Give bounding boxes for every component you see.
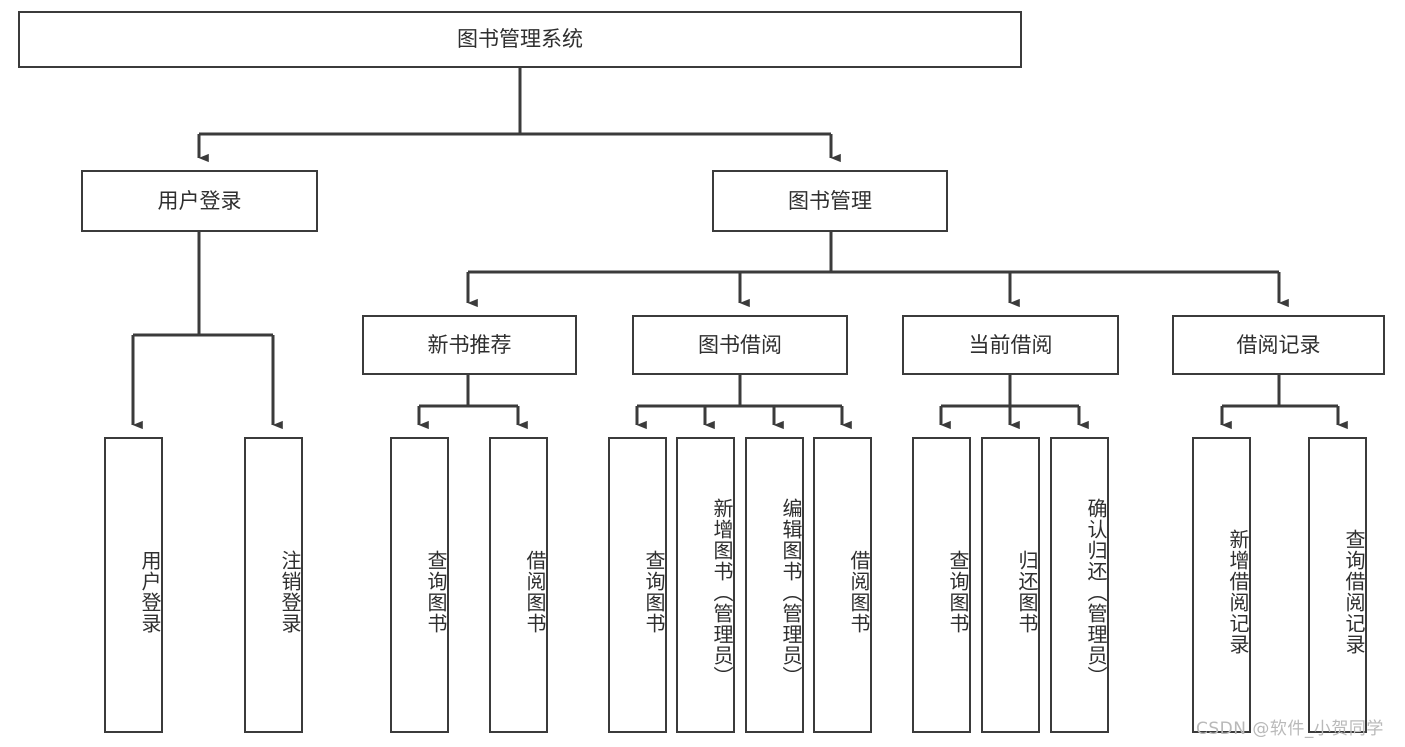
- node-borrow-record-label: 借阅记录: [1236, 332, 1321, 357]
- node-leaf-logout[interactable]: 注销登录: [244, 437, 303, 733]
- node-new-book-rec-label: 新书推荐: [427, 332, 512, 357]
- node-leaf-query-record-label: 查询借阅记录: [1342, 529, 1366, 655]
- node-book-borrow[interactable]: 图书借阅: [632, 315, 848, 375]
- node-borrow-record[interactable]: 借阅记录: [1172, 315, 1385, 375]
- node-current-borrow[interactable]: 当前借阅: [902, 315, 1119, 375]
- node-leaf-query-record[interactable]: 查询借阅记录: [1308, 437, 1367, 733]
- node-leaf-add-book[interactable]: 新增图书（管理员）: [676, 437, 735, 733]
- node-leaf-user-login[interactable]: 用户登录: [104, 437, 163, 733]
- node-leaf-query-book-2[interactable]: 查询图书: [608, 437, 667, 733]
- node-leaf-logout-label: 注销登录: [278, 550, 302, 634]
- node-leaf-confirm-return-label: 确认归还（管理员）: [1084, 497, 1108, 687]
- csdn-watermark: CSDN @软件_小贺同学: [1196, 719, 1384, 739]
- node-leaf-query-book-1-label: 查询图书: [424, 550, 448, 634]
- node-leaf-borrow-book-1[interactable]: 借阅图书: [489, 437, 548, 733]
- node-book-manage[interactable]: 图书管理: [712, 170, 948, 232]
- node-leaf-edit-book-label: 编辑图书（管理员）: [779, 497, 803, 687]
- node-leaf-query-book-2-label: 查询图书: [642, 550, 666, 634]
- node-book-manage-label: 图书管理: [788, 188, 872, 213]
- node-leaf-borrow-book-1-label: 借阅图书: [523, 550, 547, 634]
- node-leaf-query-book-3-label: 查询图书: [946, 550, 970, 634]
- node-root[interactable]: 图书管理系统: [18, 11, 1022, 68]
- node-leaf-user-login-label: 用户登录: [138, 550, 162, 634]
- node-leaf-return-book[interactable]: 归还图书: [981, 437, 1040, 733]
- node-new-book-rec[interactable]: 新书推荐: [362, 315, 577, 375]
- node-leaf-add-record-label: 新增借阅记录: [1226, 529, 1250, 655]
- node-leaf-edit-book[interactable]: 编辑图书（管理员）: [745, 437, 804, 733]
- node-leaf-query-book-3[interactable]: 查询图书: [912, 437, 971, 733]
- node-leaf-return-book-label: 归还图书: [1015, 550, 1039, 634]
- node-book-borrow-label: 图书借阅: [698, 332, 782, 357]
- node-leaf-confirm-return[interactable]: 确认归还（管理员）: [1050, 437, 1109, 733]
- node-leaf-add-book-label: 新增图书（管理员）: [710, 497, 734, 687]
- node-root-label: 图书管理系统: [457, 27, 583, 52]
- node-leaf-add-record[interactable]: 新增借阅记录: [1192, 437, 1251, 733]
- node-leaf-borrow-book-2[interactable]: 借阅图书: [813, 437, 872, 733]
- node-leaf-query-book-1[interactable]: 查询图书: [390, 437, 449, 733]
- node-current-borrow-label: 当前借阅: [968, 332, 1053, 357]
- node-user-login-label: 用户登录: [157, 188, 242, 213]
- node-leaf-borrow-book-2-label: 借阅图书: [847, 550, 871, 634]
- node-user-login[interactable]: 用户登录: [81, 170, 318, 232]
